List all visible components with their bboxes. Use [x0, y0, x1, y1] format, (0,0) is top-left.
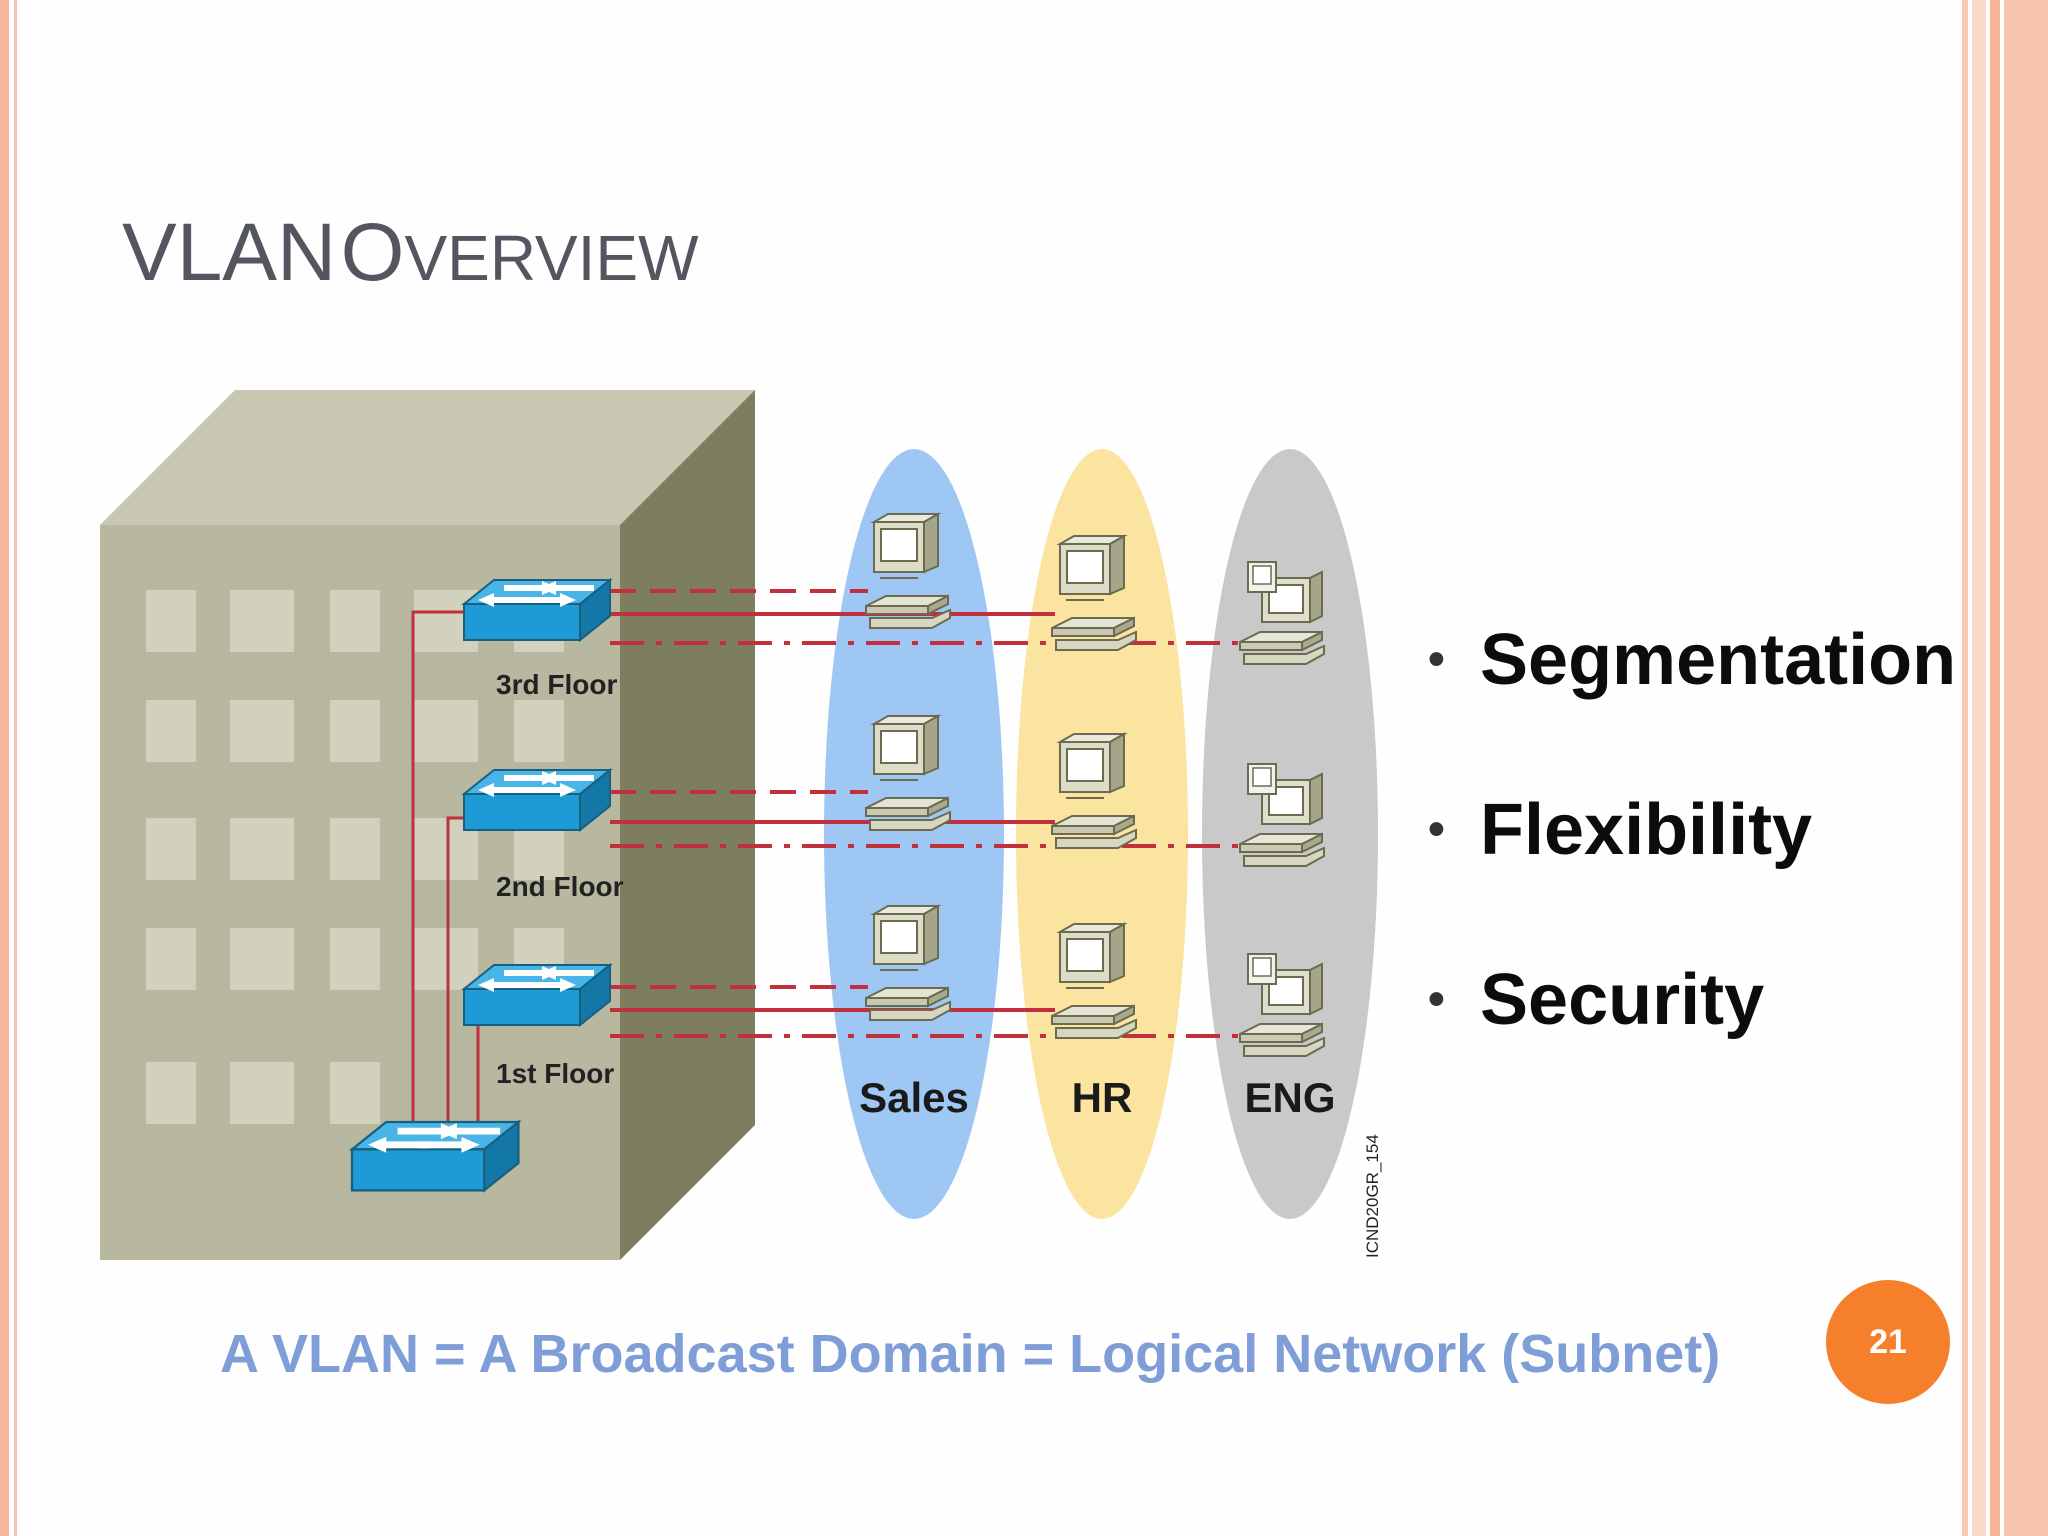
bullet-item: •Segmentation — [1428, 620, 1957, 700]
right-border-stripe — [1962, 0, 1968, 1536]
figure-code: ICND20GR_154 — [1363, 1134, 1382, 1258]
page-number: 21 — [1869, 1322, 1907, 1361]
left-border-thin-stripe — [14, 0, 17, 1536]
building-top — [100, 390, 755, 525]
core-switch — [350, 1120, 520, 1192]
right-border-stripe — [2004, 0, 2048, 1536]
title-initial-letter: O — [340, 207, 405, 298]
slide-title: VLAN OVERVIEW — [122, 212, 698, 294]
sales-links — [610, 589, 868, 989]
switch-3rd-floor — [463, 579, 611, 641]
bullet-item: •Security — [1428, 960, 1765, 1040]
uplink-lines — [411, 610, 480, 1130]
bullet-text: Security — [1480, 960, 1765, 1040]
right-border-stripe — [1990, 0, 2000, 1536]
building-side — [620, 390, 755, 1260]
eng-links — [610, 641, 1240, 1038]
building-windows — [146, 590, 564, 1124]
switch-1st-floor — [463, 964, 611, 1026]
title-small-caps: VERVIEW — [404, 222, 699, 294]
bullet-list: •Segmentation •Flexibility •Security — [1420, 620, 1956, 1130]
group-label-sales: Sales — [859, 1074, 969, 1121]
page-number-badge: 21 — [1826, 1280, 1950, 1404]
slide-caption: A VLAN = A Broadcast Domain = Logical Ne… — [220, 1324, 1721, 1384]
bullet-item: •Flexibility — [1428, 790, 1813, 870]
bullet-text: Segmentation — [1480, 620, 1957, 700]
floor-label-2nd: 2nd Floor — [496, 871, 624, 902]
floor-label-1st: 1st Floor — [496, 1058, 614, 1089]
hr-links — [610, 612, 1055, 1012]
group-label-hr: HR — [1072, 1074, 1133, 1121]
floor-label-3rd: 3rd Floor — [496, 669, 617, 700]
group-label-eng: ENG — [1244, 1074, 1335, 1121]
bullet-text: Flexibility — [1480, 790, 1813, 870]
switch-2nd-floor — [463, 769, 611, 831]
title-word-vlan: VLAN — [122, 207, 337, 298]
right-border-stripe — [1972, 0, 1986, 1536]
left-border-stripe — [0, 0, 9, 1536]
